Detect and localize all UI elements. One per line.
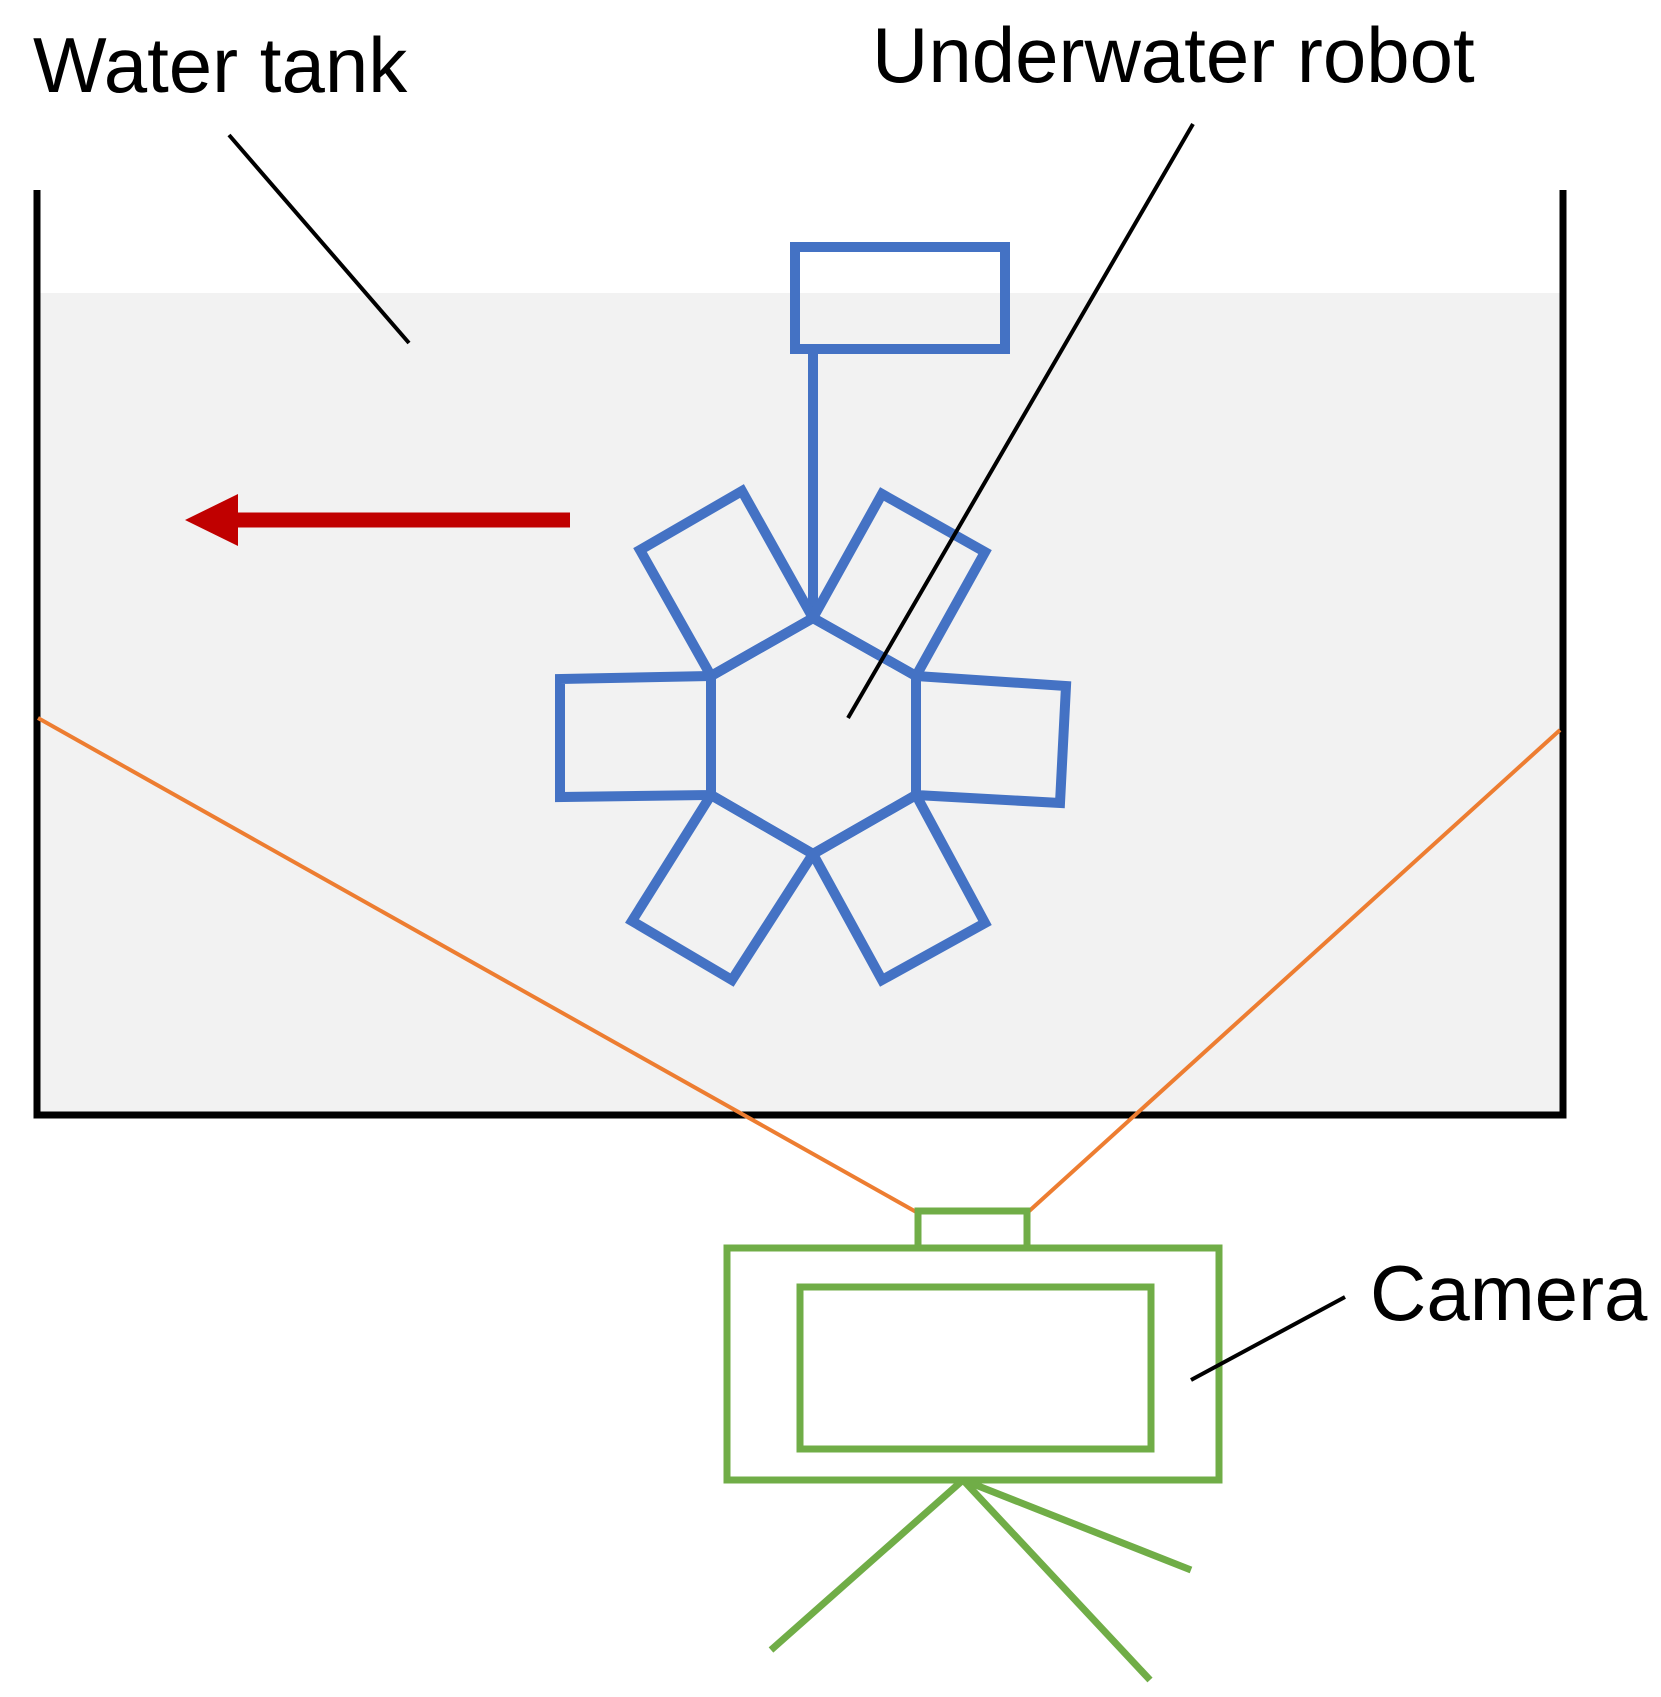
tripod-leg-right	[960, 1477, 1153, 1683]
robot-fin-right	[911, 670, 1072, 809]
robot-fin-upper-left	[633, 484, 820, 683]
robot-fin-left	[555, 670, 716, 803]
camera-field-of-view	[37, 716, 1562, 1215]
robot-fin-lower-left	[625, 788, 821, 987]
camera-tripod	[768, 1476, 1193, 1683]
field-of-view-left-line	[37, 716, 919, 1215]
field-of-view-right-line	[1025, 728, 1562, 1215]
camera-leader-line	[1190, 1295, 1346, 1382]
camera-screen	[796, 1283, 1155, 1453]
arrow-head	[185, 494, 238, 546]
water-tank-walls	[33, 190, 1567, 1119]
water-tank-leader-line	[227, 133, 411, 345]
tripod-leg-back	[961, 1476, 1193, 1574]
robot-top-module	[790, 242, 1010, 354]
tripod-leg-left	[768, 1477, 966, 1653]
camera-label: Camera	[1370, 1249, 1648, 1337]
underwater-robot-icon	[555, 242, 1072, 987]
water-tank-label: Water tank	[33, 21, 408, 109]
arrow-left-icon	[185, 494, 570, 546]
camera-lens-cap	[914, 1207, 1031, 1252]
underwater-robot-leader-line	[846, 122, 1195, 720]
robot-fin-lower-right	[806, 788, 992, 987]
camera-icon	[723, 1207, 1223, 1683]
underwater-robot-label: Underwater robot	[872, 11, 1475, 99]
water-region	[40, 293, 1560, 1115]
